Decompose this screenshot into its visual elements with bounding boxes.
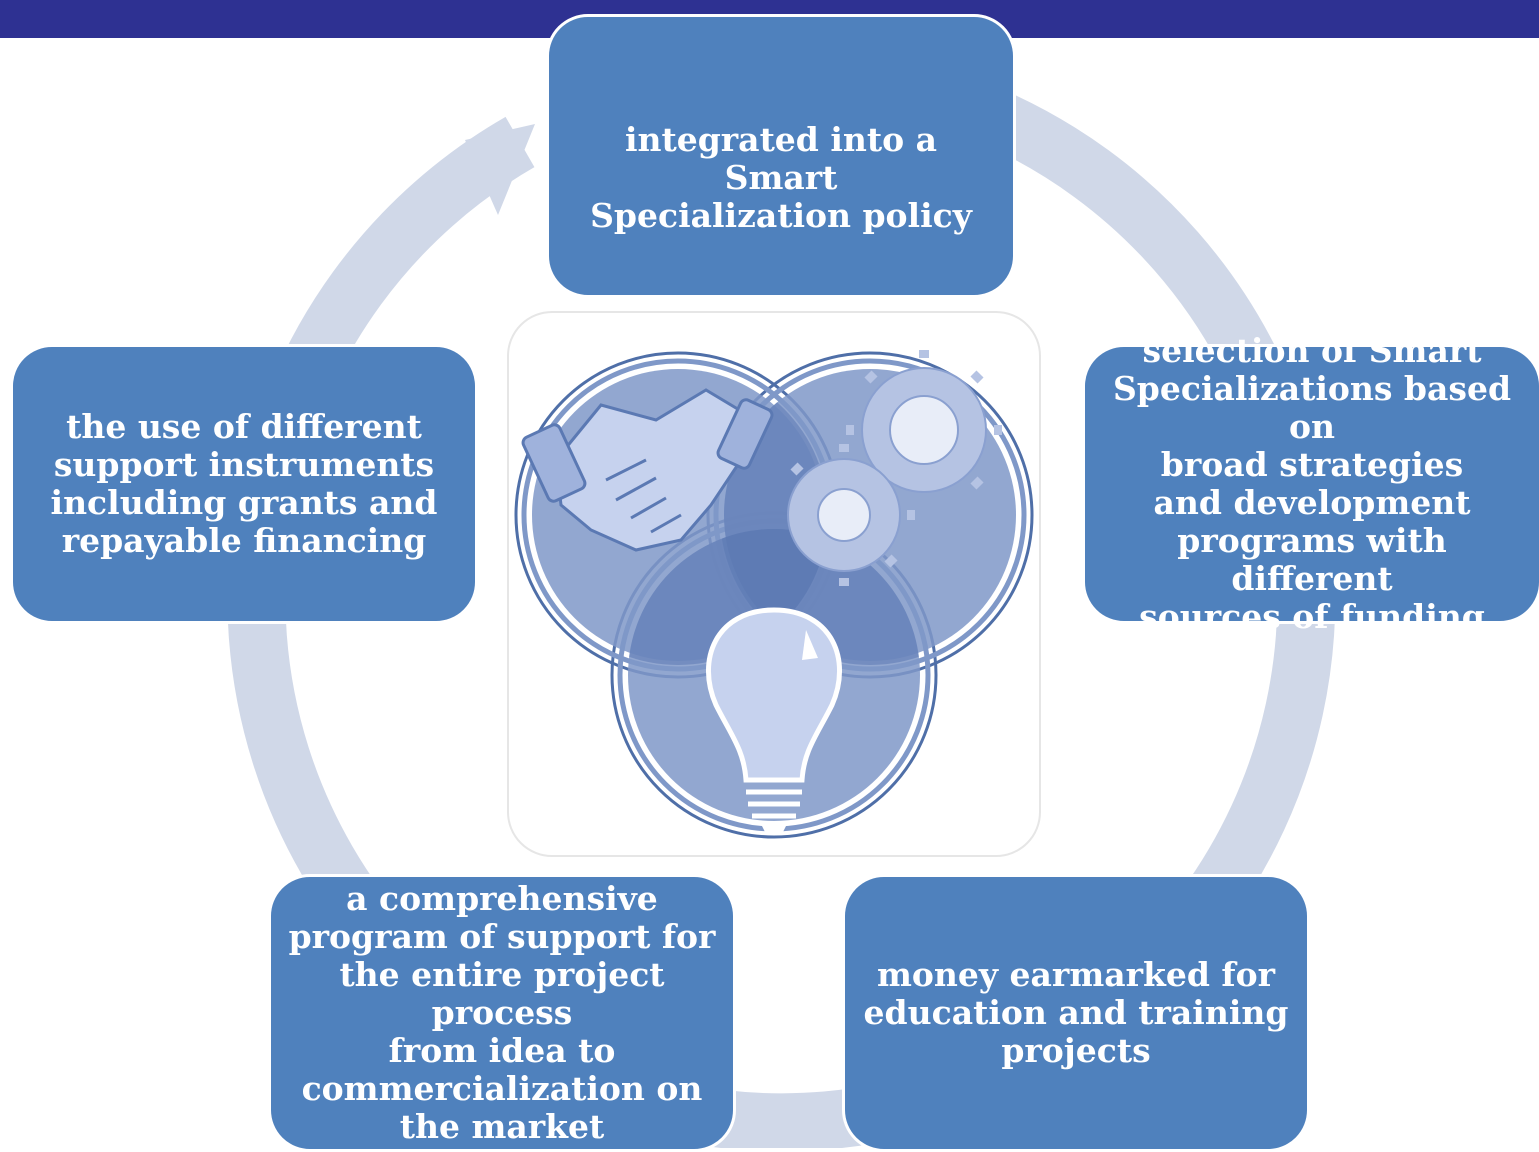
node-money-earmarked: money earmarked for education and traini… [842,874,1310,1152]
cycle-arrowhead-icon [465,124,535,215]
lightbulb-icon [706,607,842,834]
gears-icon [787,350,1002,586]
node-support-instruments: the use of different support instruments… [10,344,478,624]
node-selection-smart-specializations: selection of Smart Specializations based… [1082,332,1539,636]
handshake-icon [521,388,774,552]
node-left-text: the use of different support instruments… [50,407,438,560]
central-emblem [506,310,1042,858]
node-bottom-left-text: a comprehensive program of support for t… [288,879,716,1146]
node-top-text: integrated into a Smart Specialization p… [590,120,972,235]
emblem-graphic [507,311,1041,857]
node-smart-specialization-policy: integrated into a Smart Specialization p… [546,14,1016,298]
node-bottom-right-text: money earmarked for education and traini… [863,955,1289,1070]
node-comprehensive-program: a comprehensive program of support for t… [268,874,736,1152]
node-right-text: selection of Smart Specializations based… [1112,331,1512,636]
